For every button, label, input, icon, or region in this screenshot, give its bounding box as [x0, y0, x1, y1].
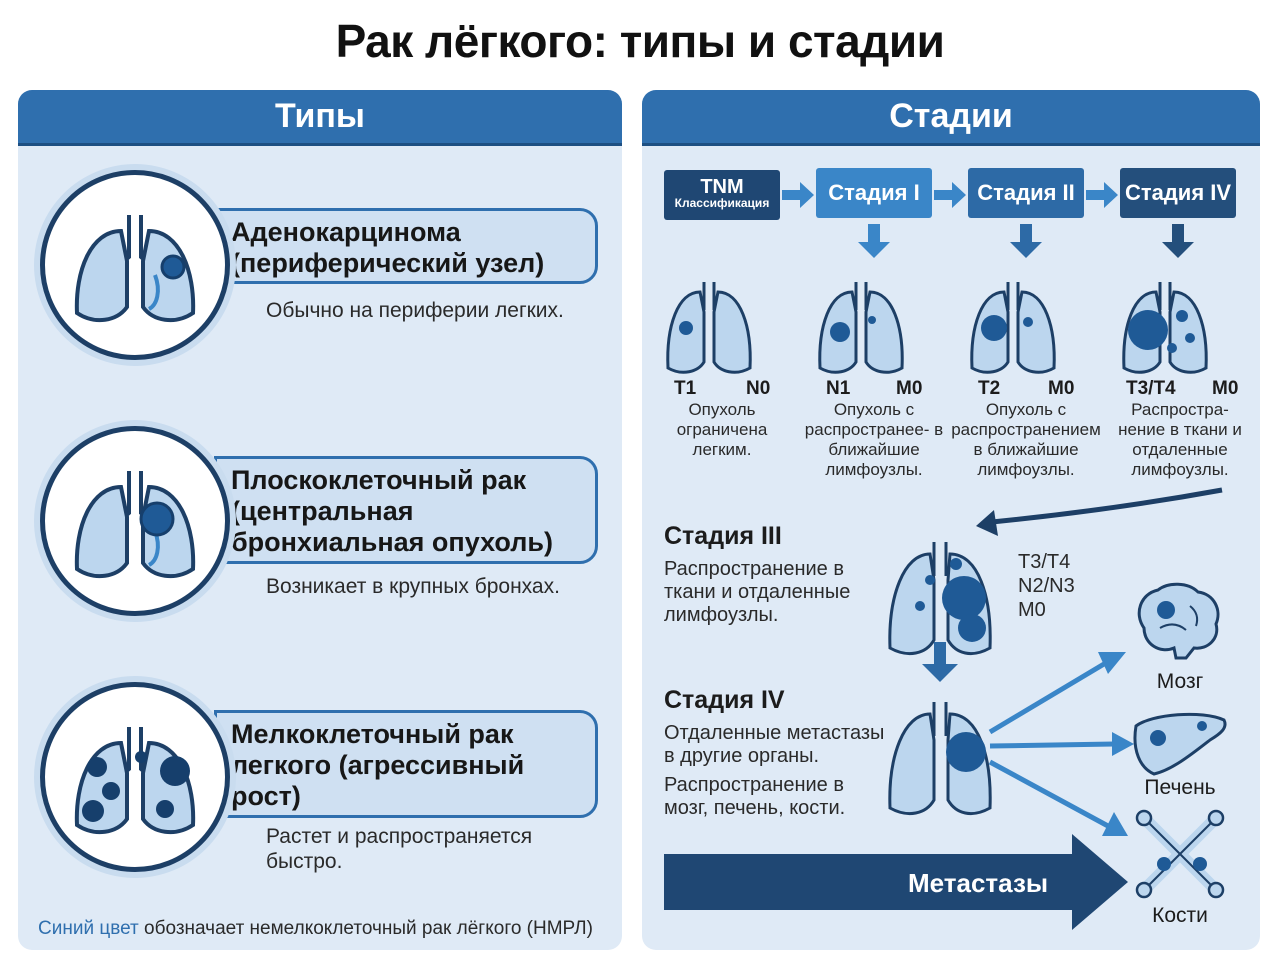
lungs-multiple-tumors-icon: [40, 682, 230, 872]
stage-3-t-code: T2: [978, 378, 1001, 399]
stage-lungs-row: [666, 282, 1208, 374]
stage-2-m-code: M0: [896, 378, 923, 399]
tnm-classification-box: TNM Классификация: [664, 170, 780, 220]
stages-panel: Стадии TNM Классификация Стадия I Стадия…: [642, 90, 1260, 950]
stage-4-description: Распростра- нение в ткани и отдаленные л…: [1118, 400, 1242, 479]
stage3-tnm-list: T3/T4 N2/N3 M0: [1018, 550, 1075, 622]
stage-1-box: Стадия I: [816, 168, 932, 218]
lungs-multiple-tumors-graphic: [74, 727, 196, 835]
stage-3-description: Опухоль с распространением в ближайшие л…: [951, 400, 1101, 479]
stage4-text-metastases: Отдаленные метастазы в другие органы.: [664, 722, 885, 767]
stage-1-description: Опухоль ограничена легким.: [676, 400, 768, 459]
legend-footnote: Синий цвет обозначает немелкоклеточный р…: [38, 918, 593, 940]
legend-highlight: Синий цвет: [38, 918, 139, 939]
stages-arrows-overlay: [664, 182, 1227, 930]
stage-2-t-code: N1: [826, 378, 851, 399]
lungs-peripheral-nodule-icon: [40, 170, 230, 360]
stage4-lungs-graphic: [888, 702, 992, 816]
stage4-text-spread: Распространение в мозг, печень, кости.: [664, 774, 846, 819]
stage4-heading: Стадия IV: [664, 686, 785, 714]
stage-1-t-code: T1: [674, 378, 697, 399]
organ-label-bones: Кости: [1152, 904, 1208, 927]
metastasis-arrows: [988, 652, 1134, 836]
types-panel: Типы Аденокарцинома (периферический узел…: [18, 90, 622, 950]
stage-4-t-code: T3/T4: [1126, 378, 1176, 399]
liver-icon: [1133, 712, 1227, 776]
metastasis-label: Метастазы: [908, 868, 1049, 898]
bone-icon: [1135, 809, 1225, 899]
type-adenocarcinoma-title: Аденокарцинома (периферический узел): [214, 208, 598, 284]
stages-panel-heading: Стадии: [642, 90, 1260, 146]
down-arrows: [858, 224, 1194, 258]
type-adenocarcinoma-description: Обычно на периферии легких.: [266, 299, 564, 322]
tnm-subtitle: Классификация: [674, 196, 770, 210]
stage3-to-stage4-arrow: [922, 642, 958, 682]
lungs-central-tumor-graphic: [74, 471, 196, 579]
brain-icon: [1137, 582, 1220, 660]
stage3-curve-arrow: [991, 487, 1223, 525]
type-squamous-description: Возникает в крупных бронхах.: [266, 575, 560, 598]
stage-2-box: Стадия II: [968, 168, 1084, 218]
organ-label-liver: Печень: [1144, 776, 1216, 799]
stage-1-m-code: N0: [746, 378, 771, 399]
stage-4-box: Стадия IV: [1120, 168, 1236, 218]
stage3-heading: Стадия III: [664, 522, 782, 550]
stage-2-description: Опухоль с распространее- в ближайшие лим…: [804, 400, 944, 479]
lungs-peripheral-nodule-graphic: [74, 215, 196, 323]
page-title: Рак лёгкого: типы и стадии: [335, 15, 945, 67]
stage3-tnm-m: M0: [1018, 599, 1046, 621]
stage3-tnm-n: N2/N3: [1018, 575, 1075, 597]
tnm-title: TNM: [700, 176, 744, 198]
type-small-cell-title: Мелкоклеточный рак легкого (агрессивный …: [214, 710, 598, 818]
metastasis-big-arrow: [664, 834, 1128, 930]
stage-4-m-code: M0: [1212, 378, 1239, 399]
type-squamous-title: Плоскоклеточный рак (центральная бронхиа…: [214, 456, 598, 564]
stage3-tnm-t: T3/T4: [1018, 551, 1071, 573]
stage-3-m-code: M0: [1048, 378, 1075, 399]
stage3-lungs-graphic: [888, 542, 992, 656]
types-panel-heading: Типы: [18, 90, 622, 146]
type-small-cell-description: Растет и распространяется быстро.: [266, 825, 533, 873]
legend-text: обозначает немелкоклеточный рак лёгкого …: [138, 918, 593, 939]
flow-arrows: [782, 182, 1118, 208]
organ-label-brain: Мозг: [1156, 670, 1204, 693]
stage3-text: Распространение в ткани и отдаленные лим…: [664, 558, 851, 626]
lungs-central-tumor-icon: [40, 426, 230, 616]
